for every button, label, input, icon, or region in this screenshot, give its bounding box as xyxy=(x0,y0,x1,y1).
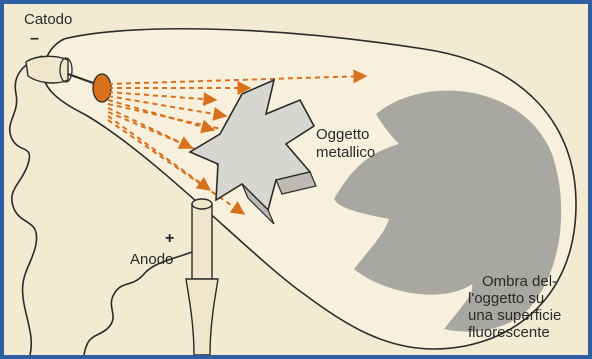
anode-base xyxy=(186,279,218,355)
anode-stem xyxy=(192,204,212,279)
anode-cap xyxy=(192,199,212,209)
illustration-panel: Catodo – Oggetto metallico + Anodo Ombra… xyxy=(4,4,588,355)
object-label-line-2: metallico xyxy=(316,145,375,161)
shadow-label-line-1: Ombra del- xyxy=(482,274,557,290)
cathode-wire xyxy=(10,56,42,355)
cathode-label: Catodo xyxy=(24,12,72,28)
anode-sign: + xyxy=(165,230,174,248)
shadow-label-line-3: una superficie xyxy=(468,308,561,324)
cathode-sign: – xyxy=(30,30,39,48)
shadow-label-line-2: l'oggetto su xyxy=(468,291,544,307)
anode-label: Anodo xyxy=(130,252,173,268)
shadow-label-line-4: fluorescente xyxy=(468,325,550,341)
object-label-line-1: Oggetto xyxy=(316,127,369,143)
